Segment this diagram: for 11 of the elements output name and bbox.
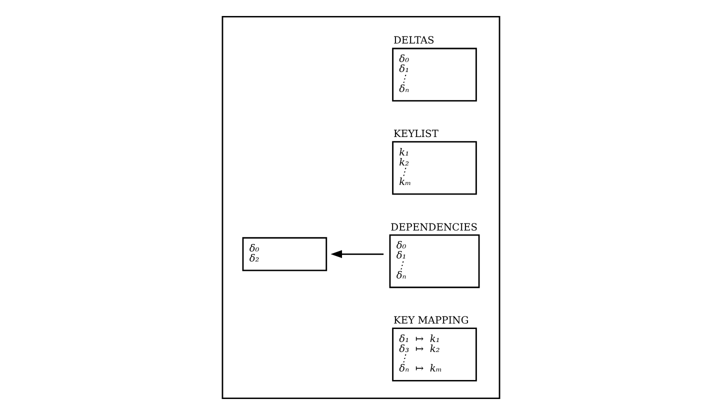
node-label: DELTAS xyxy=(394,36,434,47)
arrow xyxy=(330,250,384,258)
node-label: DEPENDENCIES xyxy=(390,222,478,234)
cluster xyxy=(222,16,500,400)
node-label: KEYLIST xyxy=(394,128,438,140)
node-box: δ₀ δ₂ xyxy=(242,237,328,272)
node-box: δ₀ δ₁ ⋮ δₙ xyxy=(392,48,477,102)
node-box: k₁ k₂ ⋮ kₘ xyxy=(392,141,477,195)
node-box: δ₀ δ₁ ⋮ δₙ xyxy=(389,234,480,288)
node-box: δ₁ ↦ k₁ δ₃ ↦ k₂ ⋮ δₙ ↦ kₘ xyxy=(392,328,477,382)
node-label: KEY MAPPING xyxy=(394,316,469,327)
